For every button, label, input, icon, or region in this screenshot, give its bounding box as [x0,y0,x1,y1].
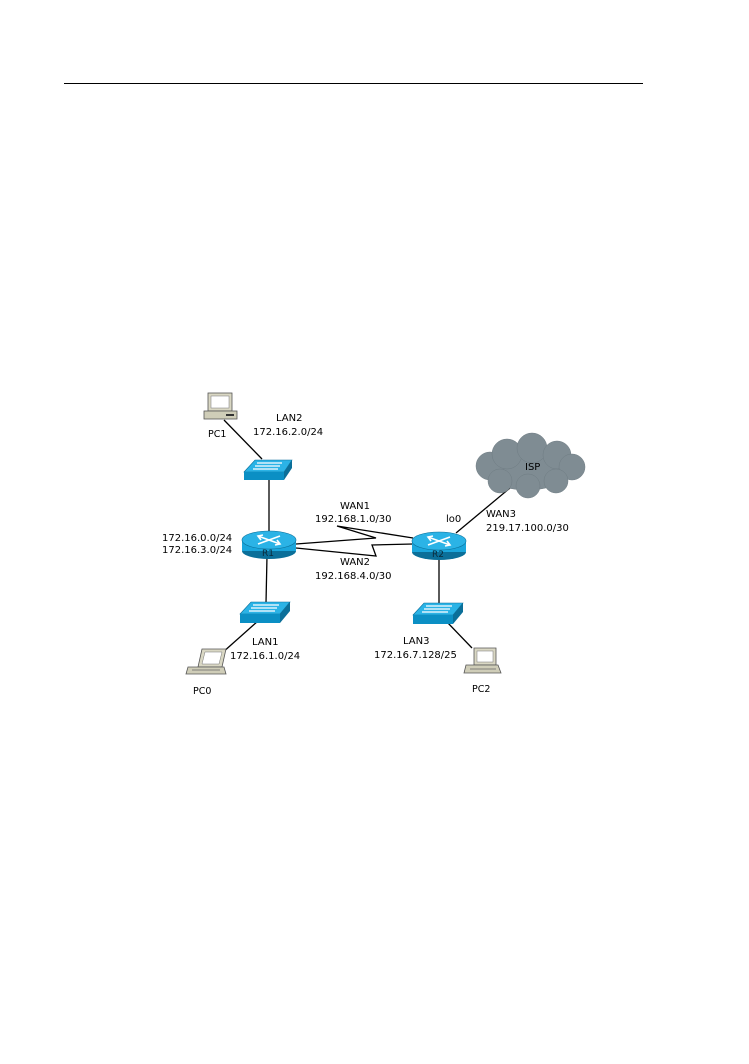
wan1-name: WAN1 [340,501,370,512]
isp-cloud[interactable]: ISP [475,432,586,499]
link-switch1-pc0 [221,620,259,654]
pc2-label: PC2 [472,684,490,695]
lan3-address: 172.16.7.128/25 [374,650,457,661]
links [221,419,511,654]
pc0-laptop-icon[interactable] [185,648,227,675]
r1-network-a: 172.16.0.0/24 [162,533,232,544]
switch-arrows-icon [253,462,282,470]
link-wan2 [295,543,414,557]
lan3-name: LAN3 [403,636,429,647]
lan1-name: LAN1 [252,637,278,648]
link-switch3-pc2 [446,621,473,649]
isp-label: ISP [525,462,540,473]
switch-lan3[interactable] [412,602,464,624]
switch-arrows-icon [422,605,452,613]
switch-lan2[interactable] [243,459,293,480]
router-arrows-icon [256,534,282,546]
pc1-label: PC1 [208,429,226,440]
lan1-address: 172.16.1.0/24 [230,651,300,662]
pc0-label: PC0 [193,686,211,697]
router-r2[interactable]: R2 [411,531,467,560]
link-r2-isp [455,487,511,534]
lan2-address: 172.16.2.0/24 [253,427,323,438]
lan2-name: LAN2 [276,413,302,424]
switch-arrows-icon [249,604,279,612]
pc2-laptop-icon[interactable] [463,647,502,674]
wan2-address: 192.168.4.0/30 [315,571,392,582]
r1-label: R1 [262,549,274,559]
wan2-name: WAN2 [340,557,370,568]
router-r1[interactable]: R1 [241,530,297,559]
wan3-name: WAN3 [486,509,516,520]
router-arrows-icon [426,535,452,547]
wan1-address: 192.168.1.0/30 [315,514,392,525]
r1-network-b: 172.16.3.0/24 [162,545,232,556]
wan3-address: 219.17.100.0/30 [486,523,569,534]
diagram-labels: LAN2 172.16.2.0/24 PC1 WAN1 192.168.1.0/… [162,413,569,697]
pc1-desktop-icon[interactable] [203,392,238,420]
switch-lan1[interactable] [239,601,291,623]
link-r1-switch1 [265,555,268,604]
r2-loopback-label: lo0 [446,514,461,525]
top-rule [64,83,643,84]
link-wan1 [295,525,414,545]
r2-label: R2 [432,550,444,560]
link-pc1-switch2 [223,419,263,460]
